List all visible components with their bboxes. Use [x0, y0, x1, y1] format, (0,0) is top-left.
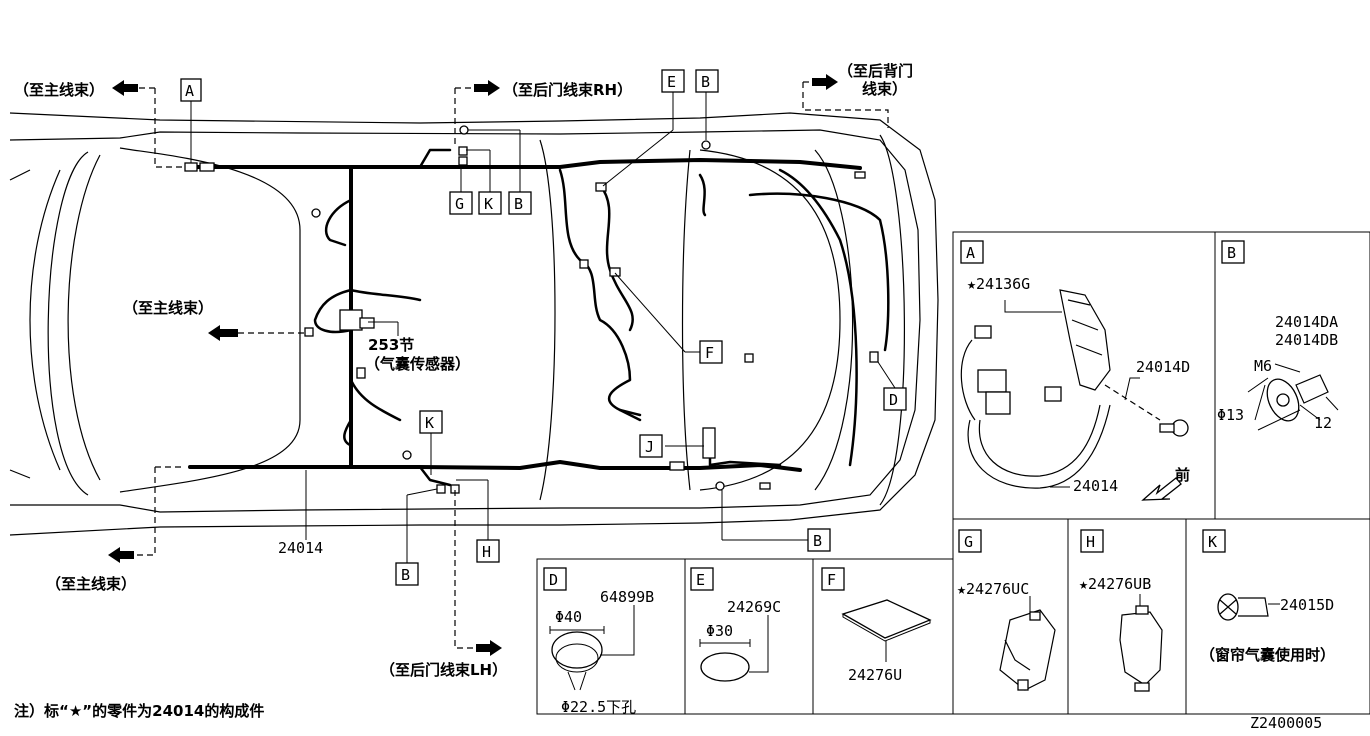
- label-j: J: [645, 438, 654, 456]
- panel-e-label: E: [696, 571, 705, 589]
- panel-b-label: B: [1227, 244, 1236, 262]
- panel-b-length: 12: [1314, 414, 1332, 432]
- panel-a-label: A: [966, 244, 975, 262]
- panel-f-label: F: [827, 571, 836, 589]
- car-body-outline: [9, 112, 939, 536]
- front-arrow-icon: [1141, 477, 1182, 501]
- panel-g-part: ★24276UC: [957, 580, 1029, 598]
- airbag-sensor-label-2: （气囊传感器）: [365, 355, 470, 373]
- panel-f-part: 24276U: [848, 666, 902, 684]
- callout-to-rear-door-rh: （至后门线束RH）: [503, 81, 632, 99]
- detail-panel-e: E 24269C Φ30: [690, 567, 781, 682]
- panel-g-label: G: [964, 533, 973, 551]
- callout-to-main-harness-bottom: （至主线束）: [46, 575, 136, 593]
- arrow-right-icon: [812, 74, 838, 90]
- label-f: F: [705, 344, 714, 362]
- panel-h-part: ★24276UB: [1079, 575, 1151, 593]
- detail-panel-a: A ★24136G 24014D 24014 前: [960, 240, 1190, 501]
- label-k-top: K: [484, 195, 493, 213]
- arrow-right-icon: [474, 80, 500, 96]
- arrows: [108, 74, 838, 656]
- detail-panel-g: G ★24276UC: [957, 529, 1056, 691]
- connectors: [184, 125, 879, 494]
- airbag-sensor-label-1: 253节: [368, 336, 414, 354]
- label-b-mid: B: [514, 195, 523, 213]
- panel-d-hole: Φ22.5下孔: [561, 698, 636, 716]
- drawing-id: Z2400005: [1250, 714, 1322, 732]
- label-d: D: [889, 391, 898, 409]
- label-e: E: [667, 73, 676, 91]
- panel-b-thread: M6: [1254, 357, 1272, 375]
- callout-to-main-harness-mid: （至主线束）: [123, 299, 213, 317]
- detail-panel-k: K 24015D （窗帘气囊使用时）: [1200, 529, 1335, 664]
- panel-b-diameter: Φ13: [1217, 406, 1244, 424]
- label-g: G: [455, 195, 464, 213]
- main-harness: [188, 148, 890, 487]
- panel-b-part-1: 24014DA: [1275, 313, 1338, 331]
- panel-d-label: D: [549, 571, 558, 589]
- callout-to-back-door-1: （至后背门: [838, 62, 913, 80]
- callout-to-main-harness-top: （至主线束）: [14, 81, 104, 99]
- panel-e-dia: Φ30: [706, 622, 733, 640]
- label-b-bottom-left: B: [401, 566, 410, 584]
- label-k-bottom: K: [425, 414, 434, 432]
- label-b-top: B: [701, 73, 710, 91]
- footnote: 注）标“★”的零件为24014的构成件: [14, 702, 264, 720]
- detail-panel-h: ★24276UB H: [1079, 529, 1163, 692]
- external-routes: [135, 81, 889, 649]
- callout-to-back-door-2: 线束）: [862, 80, 907, 98]
- detail-grid: [536, 231, 1370, 715]
- label-b-bottom-right: B: [813, 532, 822, 550]
- main-harness-part-number: 24014: [278, 539, 323, 557]
- detail-panel-d: D 64899B Φ40 Φ22.5下孔: [543, 567, 654, 716]
- panel-a-front: 前: [1175, 466, 1190, 484]
- panel-b-part-2: 24014DB: [1275, 331, 1338, 349]
- detail-panel-b: B 24014DA 24014DB M6 Φ13 12: [1217, 240, 1339, 432]
- leader-lines: [190, 92, 896, 563]
- label-a: A: [185, 82, 194, 100]
- panel-k-note: （窗帘气囊使用时）: [1200, 646, 1335, 664]
- arrow-left-icon: [208, 325, 238, 341]
- arrow-right-icon: [476, 640, 502, 656]
- panel-d-outer-dia: Φ40: [555, 608, 582, 626]
- arrow-left-icon: [108, 547, 134, 563]
- panel-a-harness-part: 24014: [1073, 477, 1118, 495]
- panel-a-star-part: ★24136G: [967, 275, 1030, 293]
- detail-panel-f: F 24276U: [821, 567, 932, 684]
- panel-d-part: 64899B: [600, 588, 654, 606]
- callout-to-rear-door-lh: （至后门线束LH）: [380, 661, 507, 679]
- arrow-left-icon: [112, 80, 138, 96]
- panel-k-part: 24015D: [1280, 596, 1334, 614]
- panel-k-label: K: [1208, 533, 1217, 551]
- panel-h-label: H: [1086, 533, 1095, 551]
- panel-e-part: 24269C: [727, 598, 781, 616]
- panel-a-clip-part: 24014D: [1136, 358, 1190, 376]
- label-boxes: A E B G K B F D J K B H B: [180, 69, 907, 586]
- label-h: H: [482, 543, 491, 561]
